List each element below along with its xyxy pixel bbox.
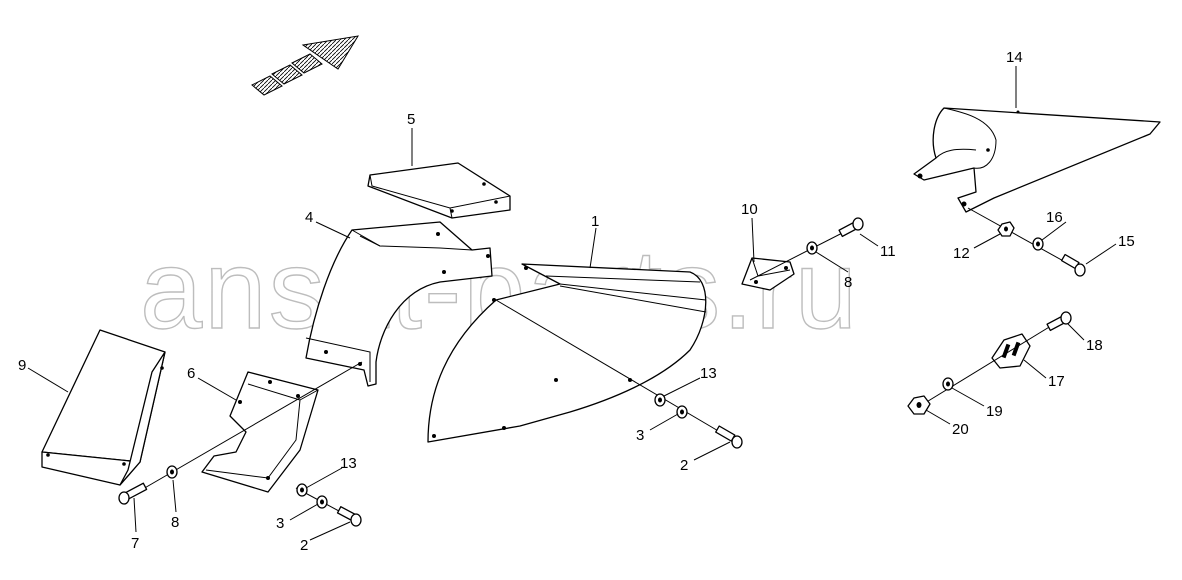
nut-20 xyxy=(907,395,931,415)
washer-8-right xyxy=(806,241,818,255)
label-13-left: 13 xyxy=(340,455,357,472)
label-9: 9 xyxy=(18,357,26,374)
washer-3-left xyxy=(316,495,328,509)
part-17-plate xyxy=(991,333,1031,369)
label-8-left: 8 xyxy=(171,514,179,531)
bolt-15 xyxy=(1060,253,1086,277)
label-3-center: 3 xyxy=(636,427,644,444)
label-1: 1 xyxy=(591,213,599,230)
part-1-panel xyxy=(427,263,707,443)
part-14-bracket xyxy=(913,107,1161,213)
label-4: 4 xyxy=(305,209,313,226)
label-7: 7 xyxy=(131,535,139,552)
leader-lines xyxy=(27,66,1117,541)
part-5-plate xyxy=(367,162,511,219)
callout-labels: 1 2 2 3 3 4 5 6 7 8 8 9 10 11 12 13 13 1… xyxy=(18,49,1135,554)
label-11: 11 xyxy=(880,243,896,260)
washer-16 xyxy=(1032,237,1044,251)
part-4-cover xyxy=(305,221,493,387)
label-19: 19 xyxy=(986,403,1003,420)
washer-13-center xyxy=(654,393,666,407)
washer-3-center xyxy=(676,405,688,419)
label-14: 14 xyxy=(1006,49,1023,66)
washer-8-left xyxy=(166,465,178,479)
label-3-left: 3 xyxy=(276,515,284,532)
label-15: 15 xyxy=(1118,233,1135,250)
label-18: 18 xyxy=(1086,337,1103,354)
fasteners xyxy=(118,217,1086,527)
bolt-2-center xyxy=(715,425,743,449)
label-20: 20 xyxy=(952,421,969,438)
washer-13-left xyxy=(296,483,308,497)
bolt-2-left xyxy=(336,506,362,527)
direction-arrow-icon xyxy=(251,35,359,96)
bolt-18 xyxy=(1046,311,1072,332)
nut-12 xyxy=(997,221,1015,237)
label-12: 12 xyxy=(953,245,970,262)
label-13-center: 13 xyxy=(700,365,717,382)
label-2-center: 2 xyxy=(680,457,688,474)
label-6: 6 xyxy=(187,365,195,382)
label-2-left: 2 xyxy=(300,537,308,554)
washer-19 xyxy=(942,377,954,391)
label-16: 16 xyxy=(1046,209,1063,226)
label-5: 5 xyxy=(407,111,415,128)
label-17: 17 xyxy=(1048,373,1065,390)
part-9-cover xyxy=(41,329,166,486)
bolt-11 xyxy=(838,217,864,238)
label-10: 10 xyxy=(741,201,758,218)
bolt-7 xyxy=(118,482,148,505)
part-6-bracket xyxy=(201,371,319,493)
label-8-right: 8 xyxy=(844,274,852,291)
